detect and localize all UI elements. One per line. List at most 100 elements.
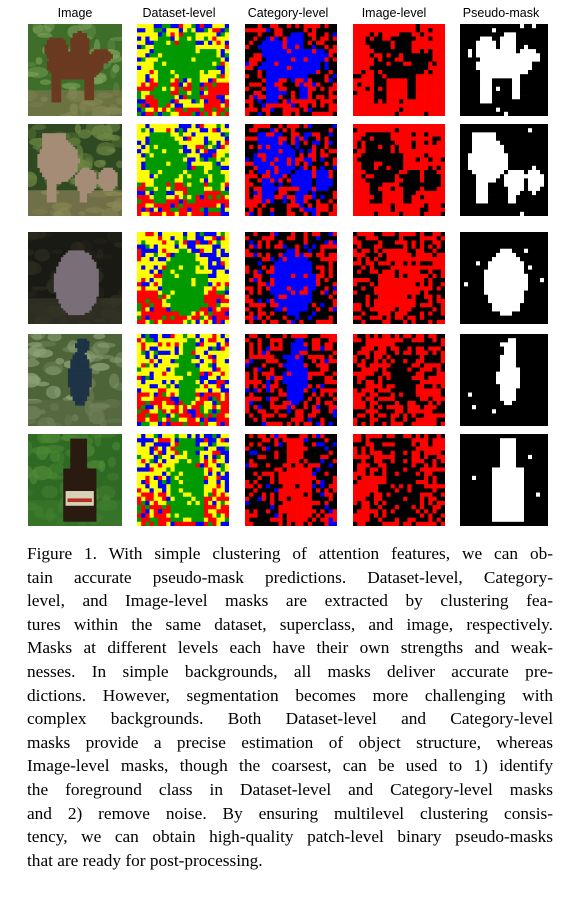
mask-patch xyxy=(245,70,250,75)
mask-patch xyxy=(170,86,175,92)
mask-patch xyxy=(520,57,525,62)
mask-patch xyxy=(378,99,383,104)
photo-subject xyxy=(84,190,88,194)
mask-patch xyxy=(440,124,445,129)
photo-subject xyxy=(53,158,57,162)
mask-patch xyxy=(178,40,184,46)
mask-patch xyxy=(373,74,379,79)
mask-patch xyxy=(245,40,250,46)
mask-patch xyxy=(265,28,271,33)
mask-patch xyxy=(187,86,192,92)
mask-patch xyxy=(382,124,387,129)
mask-patch xyxy=(536,36,541,42)
mask-patch xyxy=(328,28,334,33)
mask-patch xyxy=(378,157,383,162)
photo-subject xyxy=(107,58,111,62)
mask-patch xyxy=(472,24,477,29)
mask-patch xyxy=(419,178,425,183)
mask-patch xyxy=(403,195,408,200)
mask-patch xyxy=(166,132,171,137)
mask-patch xyxy=(386,203,391,208)
mask-patch xyxy=(274,153,279,158)
mask-patch xyxy=(468,190,473,196)
photo-subject xyxy=(51,135,55,139)
mask-patch xyxy=(390,186,396,192)
mask-patch xyxy=(440,61,445,67)
mask-patch xyxy=(191,140,196,146)
mask-patch xyxy=(369,107,375,113)
mask-patch xyxy=(299,144,304,150)
mask-patch xyxy=(199,86,205,92)
mask-patch xyxy=(274,190,279,196)
mask-patch xyxy=(378,136,383,142)
mask-patch xyxy=(195,186,201,192)
mask-patch xyxy=(270,170,275,175)
mask-patch xyxy=(253,153,258,158)
mask-patch xyxy=(365,207,371,213)
photo-subject xyxy=(77,72,80,75)
mask-patch xyxy=(415,82,421,88)
mask-patch xyxy=(261,24,267,29)
mask-patch xyxy=(524,44,529,50)
photo-subject xyxy=(86,188,90,191)
mask-patch xyxy=(508,86,513,92)
mask-patch xyxy=(203,178,209,183)
mask-patch xyxy=(162,57,167,62)
mask-patch xyxy=(278,211,283,216)
mask-patch xyxy=(484,70,489,75)
mask-patch xyxy=(145,207,150,213)
mask-patch xyxy=(249,174,254,179)
mask-patch xyxy=(373,170,379,175)
mask-patch xyxy=(261,70,267,75)
photo-subject xyxy=(77,76,80,80)
mask-patch xyxy=(419,140,425,146)
photo-subject xyxy=(58,133,62,136)
mask-patch xyxy=(291,132,296,137)
mask-patch xyxy=(208,157,213,162)
mask-patch xyxy=(295,157,300,162)
mask-patch xyxy=(153,95,159,100)
mask-patch xyxy=(170,44,175,50)
mask-patch xyxy=(328,70,334,75)
mask-patch xyxy=(199,107,205,113)
photo-subject xyxy=(65,76,69,80)
mask-patch xyxy=(357,78,362,83)
mask-patch xyxy=(265,165,271,171)
mask-patch xyxy=(432,103,437,108)
mask-patch xyxy=(516,32,521,37)
mask-patch xyxy=(540,186,545,192)
mask-pseudo-mask xyxy=(460,124,548,216)
mask-patch xyxy=(174,182,180,188)
mask-patch xyxy=(191,74,196,79)
mask-patch xyxy=(361,124,366,129)
mask-patch xyxy=(265,140,271,146)
mask-patch xyxy=(286,203,292,208)
mask-patch xyxy=(407,65,412,71)
mask-patch xyxy=(278,24,283,29)
mask-patch xyxy=(253,44,258,50)
mask-patch xyxy=(324,157,329,162)
mask-patch xyxy=(162,90,167,96)
mask-patch xyxy=(195,199,201,204)
mask-patch xyxy=(166,86,171,92)
mask-patch xyxy=(170,28,175,33)
photo-subject xyxy=(46,65,50,68)
mask-patch xyxy=(257,132,263,137)
mask-patch xyxy=(512,157,517,162)
photo-subject xyxy=(91,65,95,68)
mask-patch xyxy=(220,153,226,158)
mask-patch xyxy=(265,74,271,79)
mask-patch xyxy=(282,74,288,79)
mask-patch xyxy=(492,24,497,29)
mask-patch xyxy=(390,74,396,79)
photo-subject xyxy=(67,76,71,80)
mask-patch xyxy=(394,78,400,83)
mask-patch xyxy=(157,178,163,183)
mask-patch xyxy=(212,203,217,208)
mask-patch xyxy=(424,174,429,179)
mask-patch xyxy=(166,57,171,62)
photo-subject xyxy=(53,137,57,141)
mask-patch xyxy=(382,207,387,213)
mask-patch xyxy=(303,44,309,50)
photo-subject xyxy=(58,170,62,173)
